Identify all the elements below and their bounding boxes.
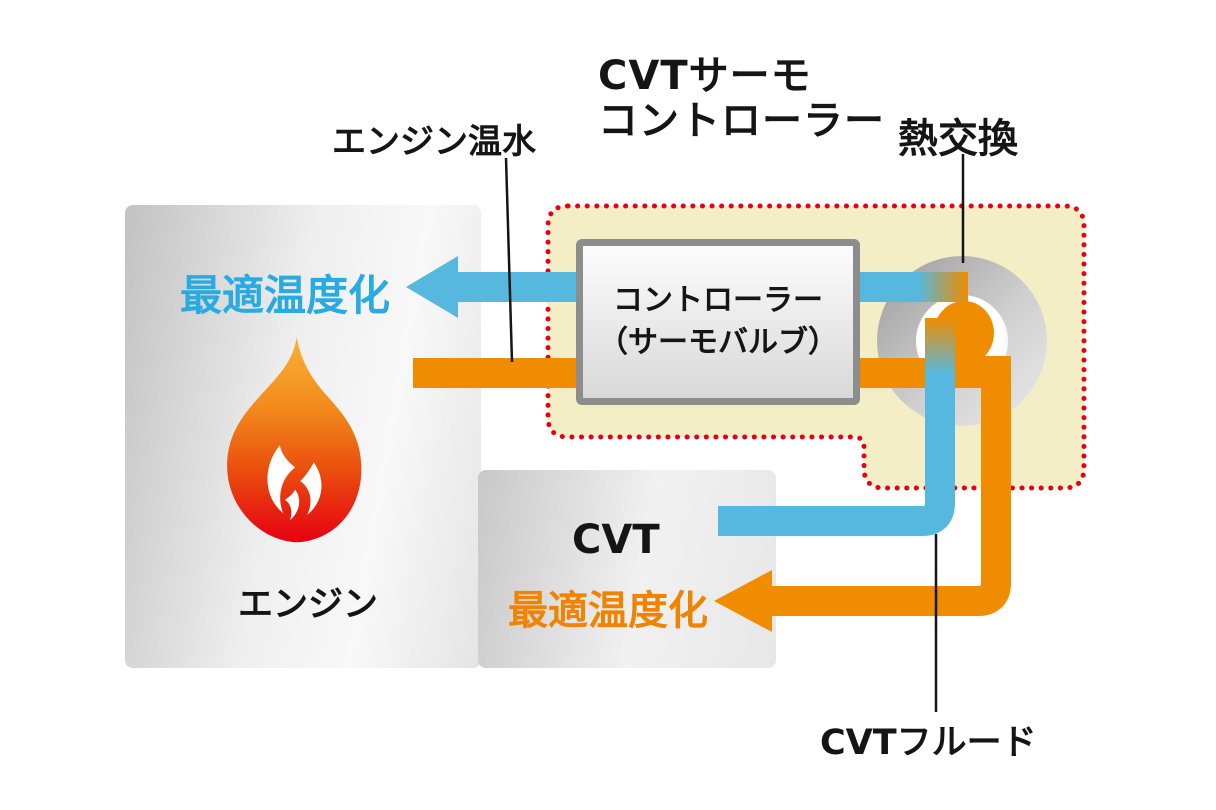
diagram-title: CVTサーモ コントローラー bbox=[598, 54, 885, 144]
engine-optimal-temp-label: 最適温度化 bbox=[180, 271, 391, 320]
flame-icon bbox=[205, 333, 375, 568]
engine-hot-water-label: エンジン温水 bbox=[332, 122, 536, 162]
cvt-fluid-blue-pipe bbox=[718, 322, 955, 536]
engine-hot-water-pointer-line bbox=[504, 157, 514, 363]
cvt-arrowhead bbox=[714, 570, 772, 632]
controller-label-line1: コントローラー bbox=[613, 283, 823, 318]
cvt-label: CVT bbox=[572, 517, 660, 563]
diagram-title-line1: CVTサーモ bbox=[598, 53, 812, 99]
controller-label-line2: （サーモバルブ） bbox=[598, 325, 838, 360]
cvt-fluid-orange-pipe bbox=[770, 356, 1011, 616]
cvt-optimal-temp-label: 最適温度化 bbox=[508, 588, 708, 634]
engine-label: エンジン bbox=[238, 585, 379, 625]
heat-exchange-label: 熱交換 bbox=[898, 116, 1018, 162]
controller-box: コントローラー （サーモバルブ） bbox=[576, 239, 860, 405]
cvt-box bbox=[478, 470, 776, 668]
cvt-fluid-label: CVTフルード bbox=[820, 723, 1037, 763]
thermo-zone-dotted-border bbox=[545, 203, 1087, 491]
engine-arrowhead bbox=[406, 256, 458, 318]
diagram-title-line2: コントローラー bbox=[598, 97, 885, 144]
